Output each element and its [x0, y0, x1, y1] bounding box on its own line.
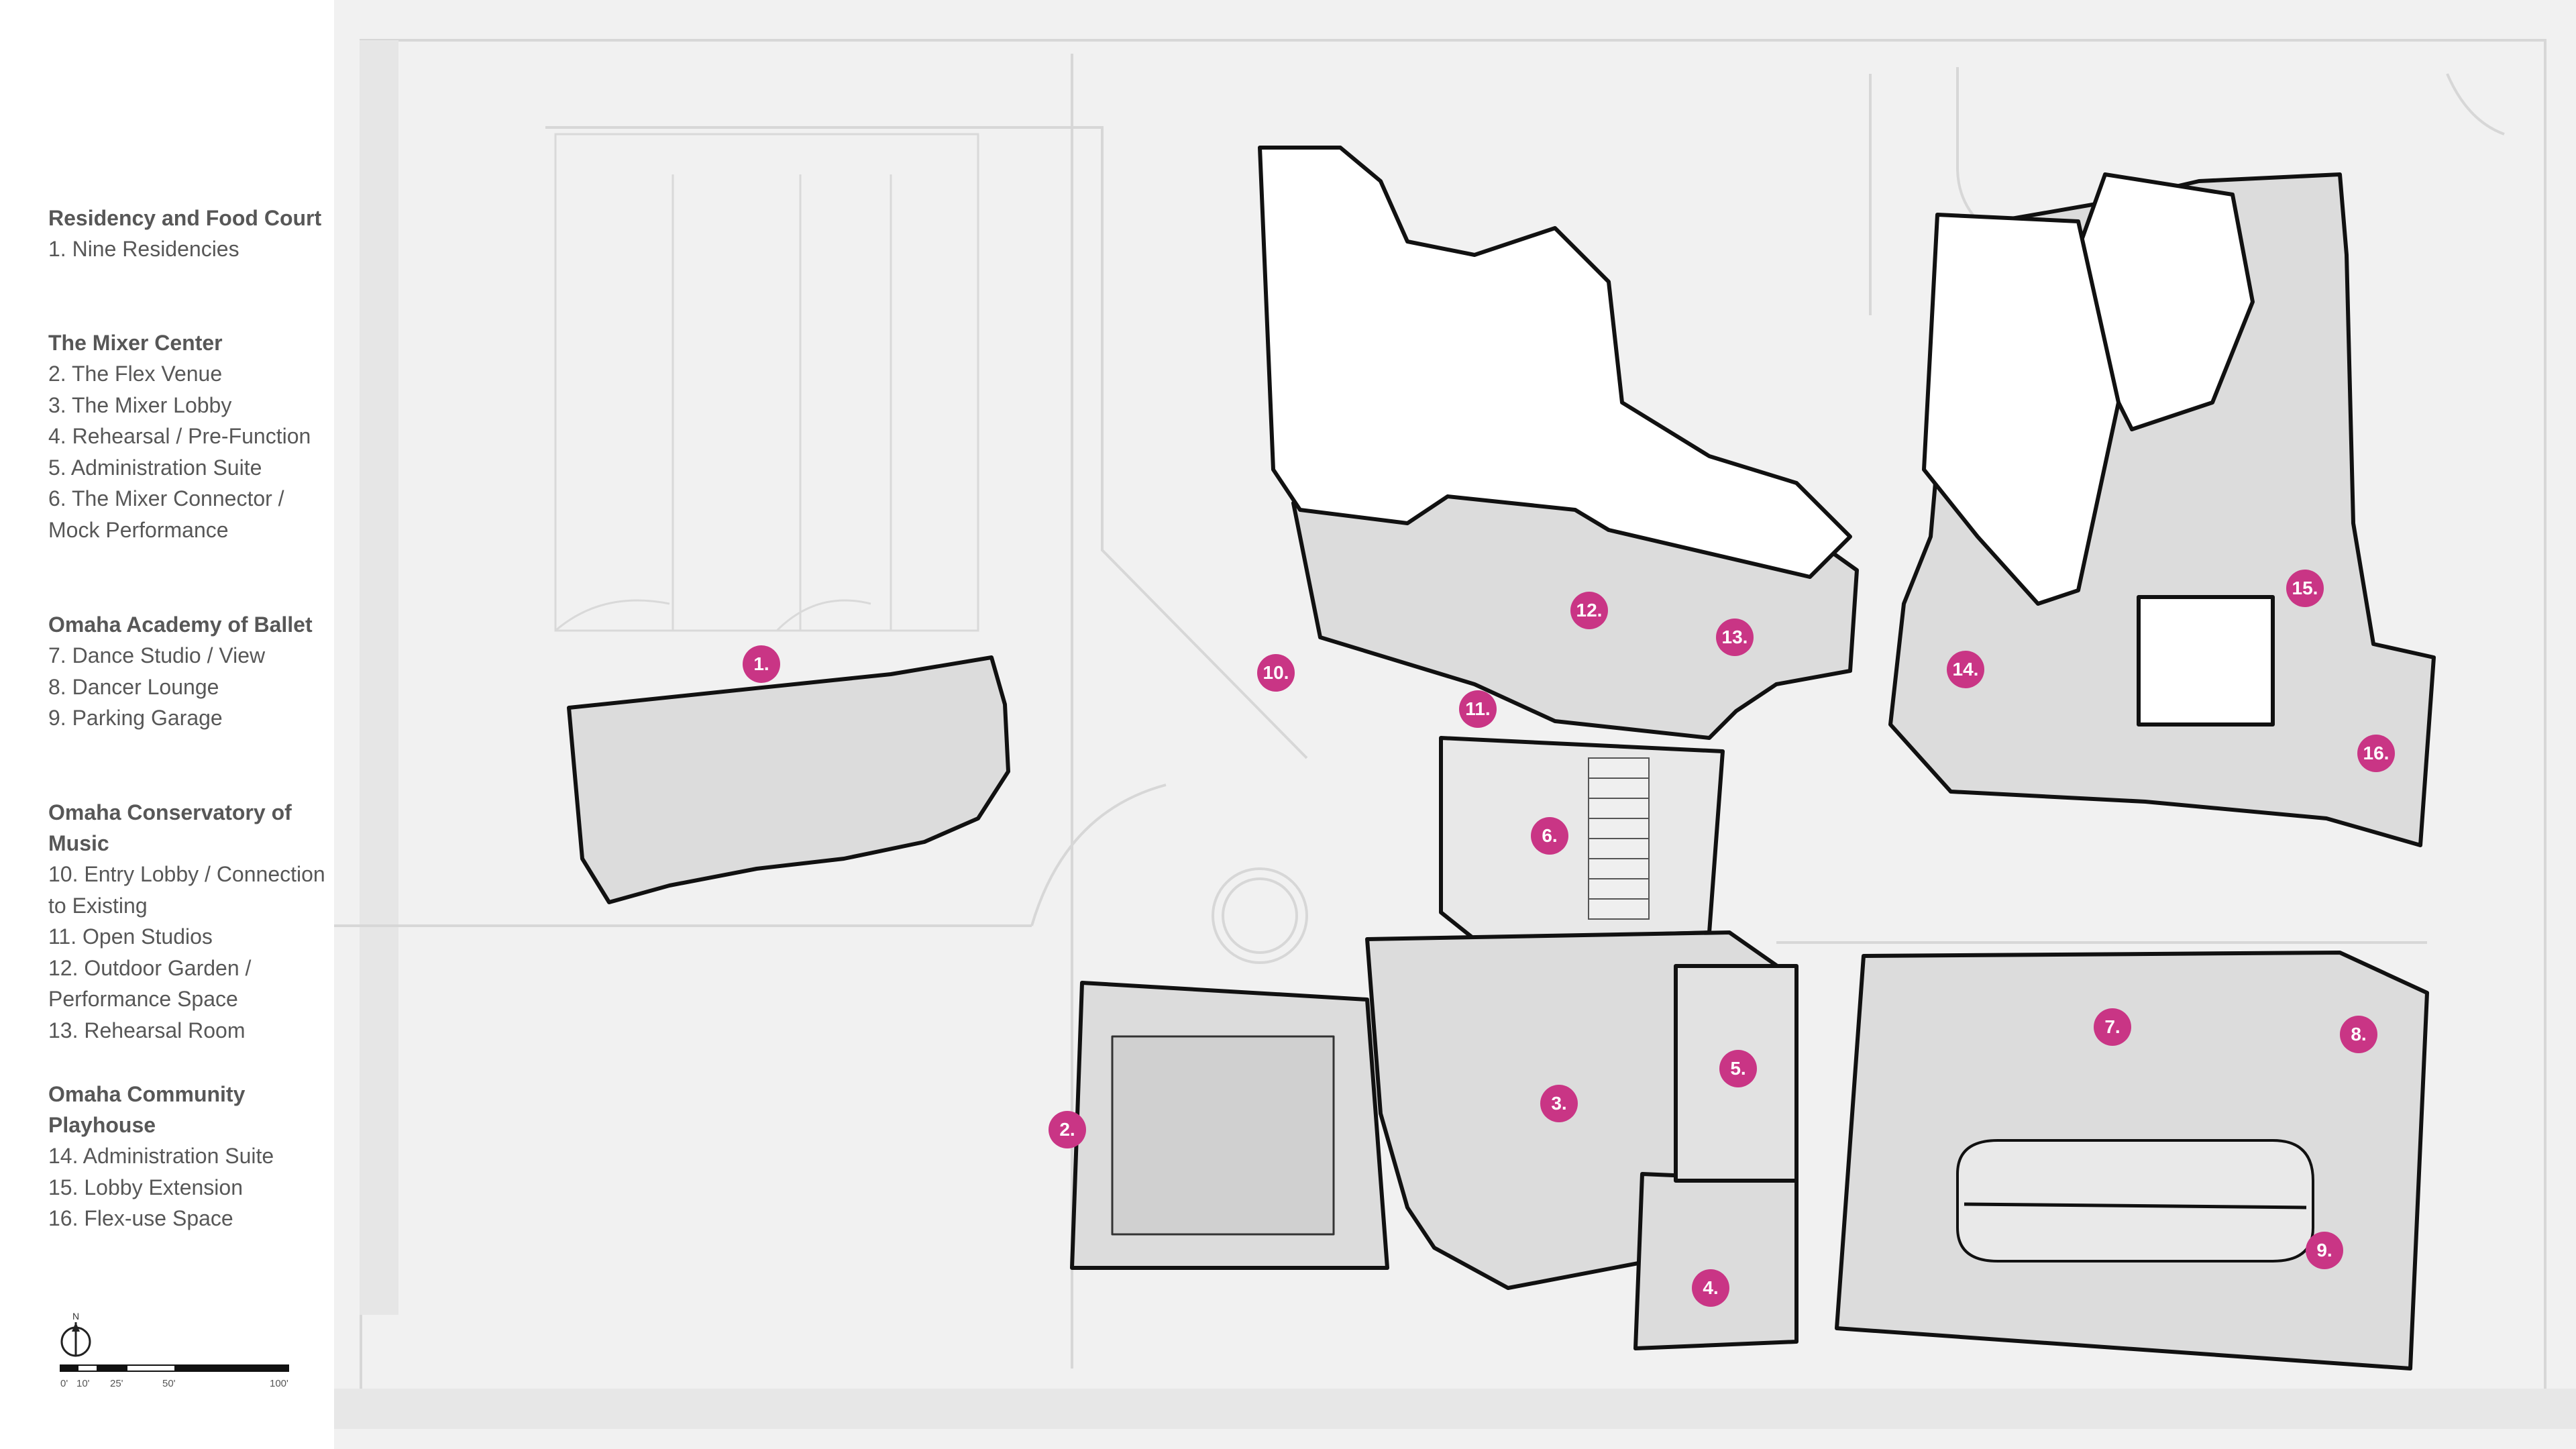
site-context — [334, 39, 2576, 1429]
legend-item: 16. Flex-use Space — [48, 1206, 233, 1230]
legend-group-ballet: Omaha Academy of Ballet 7. Dance Studio … — [48, 609, 330, 734]
scale-tick-label: 25' — [110, 1378, 123, 1389]
location-marker-5: 5. — [1719, 1050, 1757, 1087]
legend-item: 6. The Mixer Connector / Mock Performanc… — [48, 486, 284, 542]
legend-item: 9. Parking Garage — [48, 706, 223, 730]
location-marker-2: 2. — [1049, 1111, 1086, 1148]
legend-group-playhouse: Omaha Community Playhouse 14. Administra… — [48, 1079, 330, 1234]
location-marker-13: 13. — [1716, 619, 1754, 656]
location-marker-10: 10. — [1257, 654, 1295, 692]
scale-tick-label: 50' — [162, 1378, 176, 1389]
legend-item: 10. Entry Lobby / Connection to Existing — [48, 862, 325, 918]
garage-ramp — [1956, 1139, 2314, 1263]
legend-item: 12. Outdoor Garden / Performance Space — [48, 955, 252, 1012]
location-marker-16: 16. — [2357, 735, 2395, 772]
location-marker-15: 15. — [2286, 570, 2324, 607]
legend-item: 4. Rehearsal / Pre-Function — [48, 424, 311, 448]
location-marker-6: 6. — [1531, 817, 1568, 855]
location-marker-8: 8. — [2340, 1016, 2377, 1053]
location-marker-3: 3. — [1540, 1085, 1578, 1122]
location-marker-7: 7. — [2094, 1008, 2131, 1046]
legend-item: 15. Lobby Extension — [48, 1175, 243, 1199]
playhouse-white-volume — [1922, 213, 2121, 606]
parking-lot — [554, 133, 979, 632]
legend-item: 3. The Mixer Lobby — [48, 392, 232, 417]
legend-item: 11. Open Studios — [48, 924, 213, 949]
building-connector-atrium — [1439, 736, 1725, 941]
legend-heading: The Mixer Center — [48, 331, 223, 355]
legend-item: 13. Rehearsal Room — [48, 1018, 246, 1042]
legend-group-residency: Residency and Food Court 1. Nine Residen… — [48, 203, 330, 265]
legend-group-mixer-center: The Mixer Center 2. The Flex Venue 3. Th… — [48, 327, 330, 545]
legend-item: 5. Administration Suite — [48, 455, 262, 480]
location-marker-11: 11. — [1459, 690, 1497, 728]
scale-tick-label: 100' — [270, 1378, 288, 1389]
playhouse-stage — [2137, 595, 2275, 727]
site-plan-map: 1. 2. 3. 4. 5. 6. 7. 8. 9. 10. 11. 12. 1… — [334, 0, 2576, 1449]
connector-bleachers — [1588, 757, 1650, 920]
legend-group-conservatory: Omaha Conservatory of Music 10. Entry Lo… — [48, 797, 330, 1046]
location-marker-12: 12. — [1570, 592, 1608, 629]
location-marker-9: 9. — [2306, 1232, 2343, 1269]
building-footprints — [567, 146, 2436, 1371]
scale-tick-label: 10' — [76, 1378, 90, 1389]
location-marker-4: 4. — [1692, 1269, 1729, 1307]
north-arrow-icon — [60, 1322, 91, 1357]
flex-venue-seating — [1111, 1035, 1335, 1236]
legend-panel: Residency and Food Court 1. Nine Residen… — [0, 0, 334, 1449]
legend-heading: Residency and Food Court — [48, 206, 322, 230]
location-marker-1: 1. — [743, 645, 780, 683]
legend-item: 7. Dance Studio / View — [48, 643, 266, 667]
building-residency — [567, 655, 1010, 904]
site-plan-drawing — [334, 39, 2576, 1429]
legend-heading: Omaha Academy of Ballet — [48, 612, 313, 637]
scale-tick-label: 0' — [60, 1378, 68, 1389]
legend-item: 14. Administration Suite — [48, 1144, 274, 1168]
legend-item: 1. Nine Residencies — [48, 237, 239, 261]
location-marker-14: 14. — [1947, 651, 1984, 688]
legend-item: 8. Dancer Lounge — [48, 674, 219, 699]
building-existing-white — [1258, 146, 1852, 579]
scale-bar: N 0' 10' 25' 50' 100' — [60, 1311, 289, 1389]
legend-heading: Omaha Community Playhouse — [48, 1082, 246, 1137]
legend-heading: Omaha Conservatory of Music — [48, 800, 292, 855]
scale-ruler — [60, 1364, 289, 1372]
building-rehearsal-prefunction — [1633, 1172, 1799, 1350]
north-label: N — [72, 1311, 79, 1322]
legend-item: 2. The Flex Venue — [48, 362, 223, 386]
